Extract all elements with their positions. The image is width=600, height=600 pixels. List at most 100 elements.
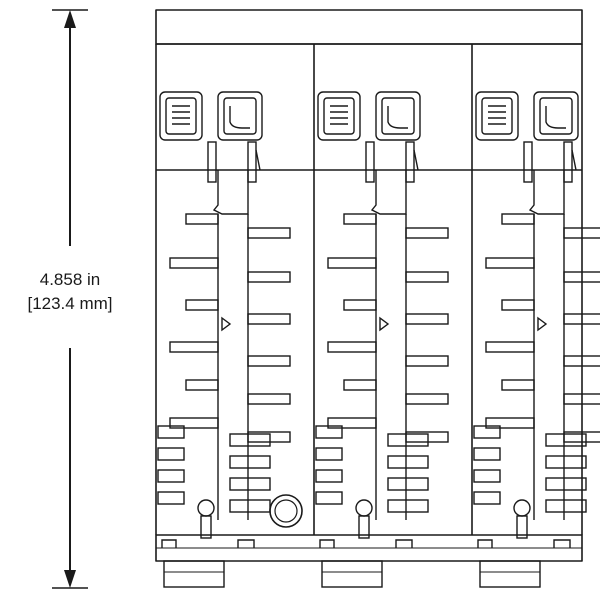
lower-fin-left (315, 469, 343, 483)
terminal-screw-left-inner (165, 97, 197, 135)
din-rail-clip (163, 560, 225, 588)
fin-left (169, 257, 219, 269)
fin-left (327, 417, 377, 429)
fin-left (185, 299, 219, 311)
lower-fin-left (473, 425, 501, 439)
fin-right (405, 271, 449, 283)
terminal-screw-right-icon (217, 91, 263, 141)
height-dimension (52, 9, 88, 589)
lower-fin-right (387, 433, 429, 447)
fin-left (185, 379, 219, 391)
fin-left (169, 417, 219, 429)
fin-left (485, 257, 535, 269)
foot-right (553, 539, 571, 548)
fin-left (501, 379, 535, 391)
height-dimension-label: 4.858 in [123.4 mm] (0, 268, 140, 316)
terminal-lead-bevel (413, 149, 419, 171)
clip-spring-head (355, 499, 373, 517)
dimension-millimeters: [123.4 mm] (27, 294, 113, 313)
fin-right (563, 313, 600, 325)
indicator-triangle-icon (379, 316, 390, 332)
terminal-screw-left-inner (481, 97, 513, 135)
lower-fin-right (229, 477, 271, 491)
relay-module-1 (157, 91, 291, 588)
fin-right (247, 227, 291, 239)
fin-left (485, 341, 535, 353)
clip-spring-stem (200, 515, 212, 539)
fin-right (405, 227, 449, 239)
indicator-triangle-icon (221, 316, 232, 332)
lower-fin-right (387, 477, 429, 491)
lower-fin-right (545, 499, 587, 513)
din-rail-clip (479, 560, 541, 588)
clip-spring-stem (516, 515, 528, 539)
terminal-lead-bevel (571, 149, 577, 171)
screw-clamp-curve (387, 106, 408, 129)
lower-fin-left (315, 491, 343, 505)
fin-right (563, 393, 600, 405)
clip-top (212, 170, 249, 215)
fin-right (247, 313, 291, 325)
terminal-lead-right (247, 141, 257, 183)
lower-fin-right (545, 433, 587, 447)
fin-left (185, 213, 219, 225)
fin-left (485, 417, 535, 429)
lower-fin-left (315, 425, 343, 439)
terminal-lead-right (405, 141, 415, 183)
dimension-arrow-down-icon (64, 570, 76, 588)
fin-right (405, 393, 449, 405)
fin-right (563, 355, 600, 367)
dimension-inches: 4.858 in (39, 270, 101, 289)
lower-fin-left (473, 491, 501, 505)
terminal-screw-right-icon (533, 91, 579, 141)
fin-right (563, 271, 600, 283)
terminal-lead-left (207, 141, 217, 183)
relay-module-2 (313, 44, 449, 588)
foot-left (319, 539, 335, 548)
din-rail-clip (321, 560, 383, 588)
fin-left (501, 213, 535, 225)
indicator-triangle-icon (537, 316, 548, 332)
fin-left (327, 257, 377, 269)
terminal-screw-left-icon (475, 91, 519, 141)
fin-left (343, 379, 377, 391)
lower-fin-right (545, 477, 587, 491)
fin-left (343, 299, 377, 311)
mounting-hole-inner (274, 499, 298, 523)
terminal-screw-left-icon (159, 91, 203, 141)
lower-fin-left (473, 447, 501, 461)
terminal-screw-right-inner (539, 97, 573, 135)
terminal-lead-bevel (255, 149, 261, 171)
fin-left (327, 341, 377, 353)
fin-right (247, 271, 291, 283)
lower-fin-right (387, 455, 429, 469)
screw-clamp-curve (545, 106, 566, 129)
top-cover (155, 9, 583, 45)
lower-fin-left (157, 469, 185, 483)
lower-fin-left (157, 447, 185, 461)
fin-right (405, 355, 449, 367)
clip-spring-stem (358, 515, 370, 539)
foot-right (395, 539, 413, 548)
fin-right (563, 431, 600, 443)
lower-fin-left (473, 469, 501, 483)
fin-right (247, 431, 291, 443)
clip-spring-head (513, 499, 531, 517)
fin-left (501, 299, 535, 311)
lower-fin-left (157, 425, 185, 439)
lower-fin-left (157, 491, 185, 505)
screw-clamp-curve (229, 106, 250, 129)
terminal-screw-right-icon (375, 91, 421, 141)
clip-spring-head (197, 499, 215, 517)
fin-right (563, 227, 600, 239)
dimension-arrow-up-icon (64, 10, 76, 28)
lower-fin-right (229, 499, 271, 513)
terminal-screw-right-inner (381, 97, 415, 135)
terminal-lead-right (563, 141, 573, 183)
foot-right (237, 539, 255, 548)
terminal-lead-left (365, 141, 375, 183)
lower-fin-right (545, 455, 587, 469)
fin-right (247, 355, 291, 367)
relay-module-3 (471, 44, 600, 588)
